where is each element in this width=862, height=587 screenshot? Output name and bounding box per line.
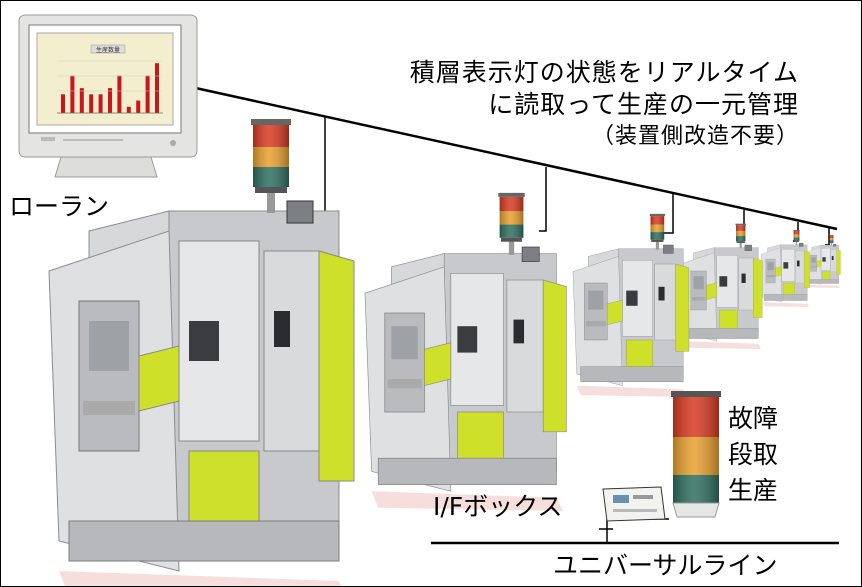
monitor-bars [61, 63, 159, 113]
headline-note: （装置側改造不要） [591, 124, 799, 149]
monitor-chart-title: 生産数量 [96, 46, 120, 54]
monitor-bar [117, 75, 122, 113]
monitor-icon: 生産数量 [18, 14, 198, 178]
monitor-bar [70, 75, 75, 113]
machine-6 [806, 234, 841, 289]
status-labels: 故障 段取 生産 [728, 401, 778, 509]
machine-4 [682, 223, 763, 350]
if-box-connectors [599, 518, 669, 543]
universal-line-label: ユニバーサルライン [553, 551, 778, 580]
monitor-bar [98, 94, 103, 113]
lan-trunk-line [190, 85, 838, 231]
status-label-setup: 段取 [728, 440, 779, 469]
status-label-fault: 故障 [728, 404, 779, 433]
monitor-bar [61, 94, 65, 113]
monitor-chart-title-box [90, 44, 126, 54]
monitor-bar [136, 100, 141, 113]
machine-5 [760, 229, 810, 308]
machine-2 [364, 192, 567, 512]
monitor-bar [155, 63, 159, 113]
lan-label: ローラン [9, 192, 110, 221]
headline-line-2: に読取って生産の一元管理 [488, 90, 799, 119]
if-box-label: I/Fボックス [433, 492, 563, 521]
status-label-production: 生産 [728, 476, 779, 505]
monitor-bar [108, 88, 112, 113]
monitor-bar [145, 75, 150, 113]
machine-3 [572, 213, 690, 398]
headline-line-1: 積層表示灯の状態をリアルタイム [409, 58, 799, 87]
monitor-bar [126, 106, 131, 113]
monitor-bar [79, 88, 84, 113]
if-box-large-icon [602, 486, 666, 522]
headline: 積層表示灯の状態をリアルタイム に読取って生産の一元管理 （装置側改造不要） [410, 57, 799, 153]
monitor-bar [89, 94, 94, 113]
legend-signal-tower-icon [671, 391, 721, 518]
